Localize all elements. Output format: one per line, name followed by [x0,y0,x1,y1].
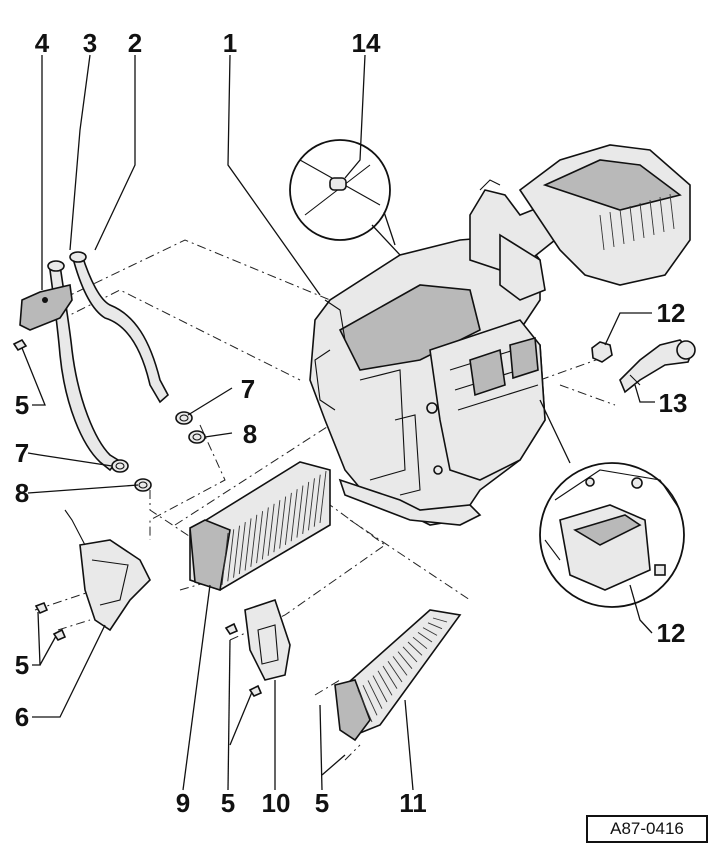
leader-lines [21,54,655,791]
callout-6: 6 [15,702,29,732]
callout-14: 14 [352,28,381,58]
callout-3: 3 [83,28,97,58]
heat-exchanger [189,461,331,592]
heater-pipes [12,251,170,472]
callout-9: 9 [176,788,190,818]
heater-housing [309,234,546,526]
callout-7-a: 7 [241,374,255,404]
callout-12-a: 12 [657,298,686,328]
callout-labels: 4 3 2 1 14 5 7 8 7 8 5 6 9 5 10 5 11 12 … [15,28,688,818]
cover-bracket [34,509,151,641]
detail-circle-bottom [539,399,685,608]
callout-5-d: 5 [315,788,329,818]
callout-5-c: 5 [221,788,235,818]
cover-plate [224,598,291,697]
detail-circle-top [289,139,401,256]
callout-5-b: 5 [15,650,29,680]
callout-2: 2 [128,28,142,58]
callout-5-a: 5 [15,390,29,420]
callout-12-b: 12 [657,618,686,648]
air-duct-unit [469,144,691,301]
callout-11: 11 [399,788,427,818]
callout-4: 4 [35,28,50,58]
heater-core [334,609,462,742]
callout-10: 10 [262,788,291,818]
callout-8-b: 8 [15,478,29,508]
callout-7-b: 7 [15,438,29,468]
callout-1: 1 [223,28,237,58]
figure-reference-code: A87-0416 [586,815,708,843]
sensor-parts [591,339,696,394]
seal-rings [111,411,206,492]
callout-8-a: 8 [243,419,257,449]
callout-13: 13 [659,388,688,418]
